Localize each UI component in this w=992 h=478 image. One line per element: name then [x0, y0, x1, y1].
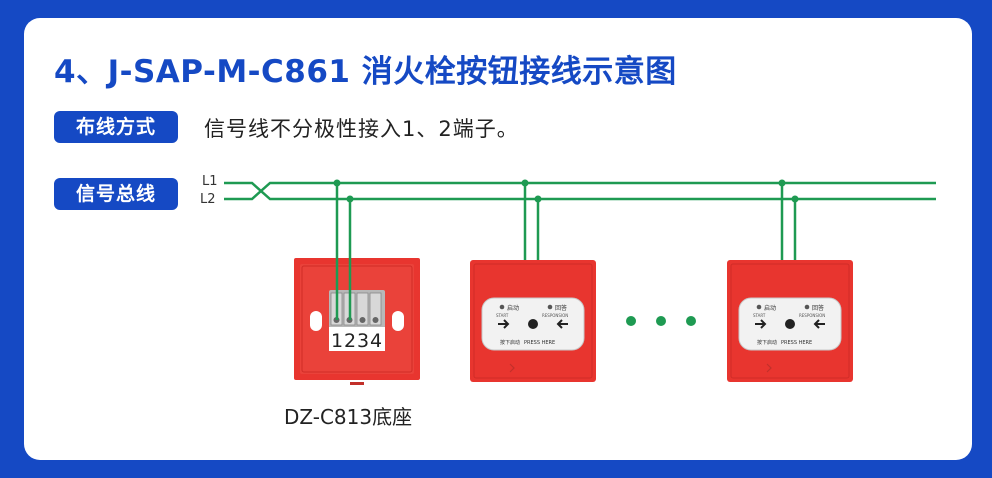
press-label-cn: 按下启动 — [500, 339, 520, 346]
signal-bus-tag: 信号总线 — [54, 178, 178, 210]
dz-c813-base — [294, 258, 420, 385]
chevron-right-icon — [766, 363, 772, 373]
arrow-left-icon — [813, 319, 825, 329]
arrow-right-icon — [498, 319, 510, 329]
wiring-diagram: 1 2 3 4 启动 回答 START RESPONSION 按下启动 — [224, 179, 936, 385]
terminal-3: 3 — [357, 330, 369, 352]
terminal-4: 4 — [370, 330, 382, 352]
terminal-1: 1 — [331, 330, 343, 352]
response-label-cn: 回答 — [812, 304, 824, 312]
chevron-right-icon — [509, 363, 515, 373]
response-label-en: RESPONSION — [542, 313, 568, 318]
base-drop-wires — [335, 183, 352, 320]
page-title: 4、J-SAP-M-C861 消火栓按钮接线示意图 — [54, 54, 677, 90]
bus-wire-l2 — [224, 181, 936, 201]
start-label-en: START — [753, 313, 766, 318]
wiring-description: 信号线不分极性接入1、2端子。 — [204, 117, 519, 141]
arrow-left-icon — [556, 319, 568, 329]
line-label-l2: L2 — [200, 192, 216, 207]
hydrant-button-2: 启动 回答 START RESPONSION 按下启动 PRESS HERE — [727, 260, 853, 382]
mount-slot-right — [392, 311, 404, 331]
base-caption: DZ-C813底座 — [284, 405, 413, 429]
press-label-cn: 按下启动 — [757, 339, 777, 346]
press-button-icon — [785, 319, 795, 329]
response-label-cn: 回答 — [555, 304, 567, 312]
line-label-l1: L1 — [202, 174, 218, 189]
response-label-en: RESPONSION — [799, 313, 825, 318]
bus-wire-l1 — [224, 181, 936, 201]
diagram-card: 4、J-SAP-M-C861 消火栓按钮接线示意图 布线方式 信号线不分极性接入… — [24, 18, 972, 460]
press-button-icon — [528, 319, 538, 329]
arrow-right-icon — [755, 319, 767, 329]
button-1-drop-wires — [523, 183, 540, 260]
press-label-en: PRESS HERE — [524, 340, 555, 346]
ellipsis-dots — [626, 316, 696, 326]
button-2-drop-wires — [780, 183, 797, 260]
signal-bus-wires — [224, 181, 936, 201]
terminal-number-plate — [329, 327, 385, 351]
wiring-method-tag: 布线方式 — [54, 111, 178, 143]
terminal-2: 2 — [344, 330, 356, 352]
hydrant-button-1: 启动 回答 START RESPONSION 按下启动 PRESS HERE — [470, 260, 596, 382]
press-label-en: PRESS HERE — [781, 340, 812, 346]
start-label-en: START — [496, 313, 509, 318]
start-label-cn: 启动 — [507, 304, 519, 312]
start-label-cn: 启动 — [764, 304, 776, 312]
mount-slot-left — [310, 311, 322, 331]
